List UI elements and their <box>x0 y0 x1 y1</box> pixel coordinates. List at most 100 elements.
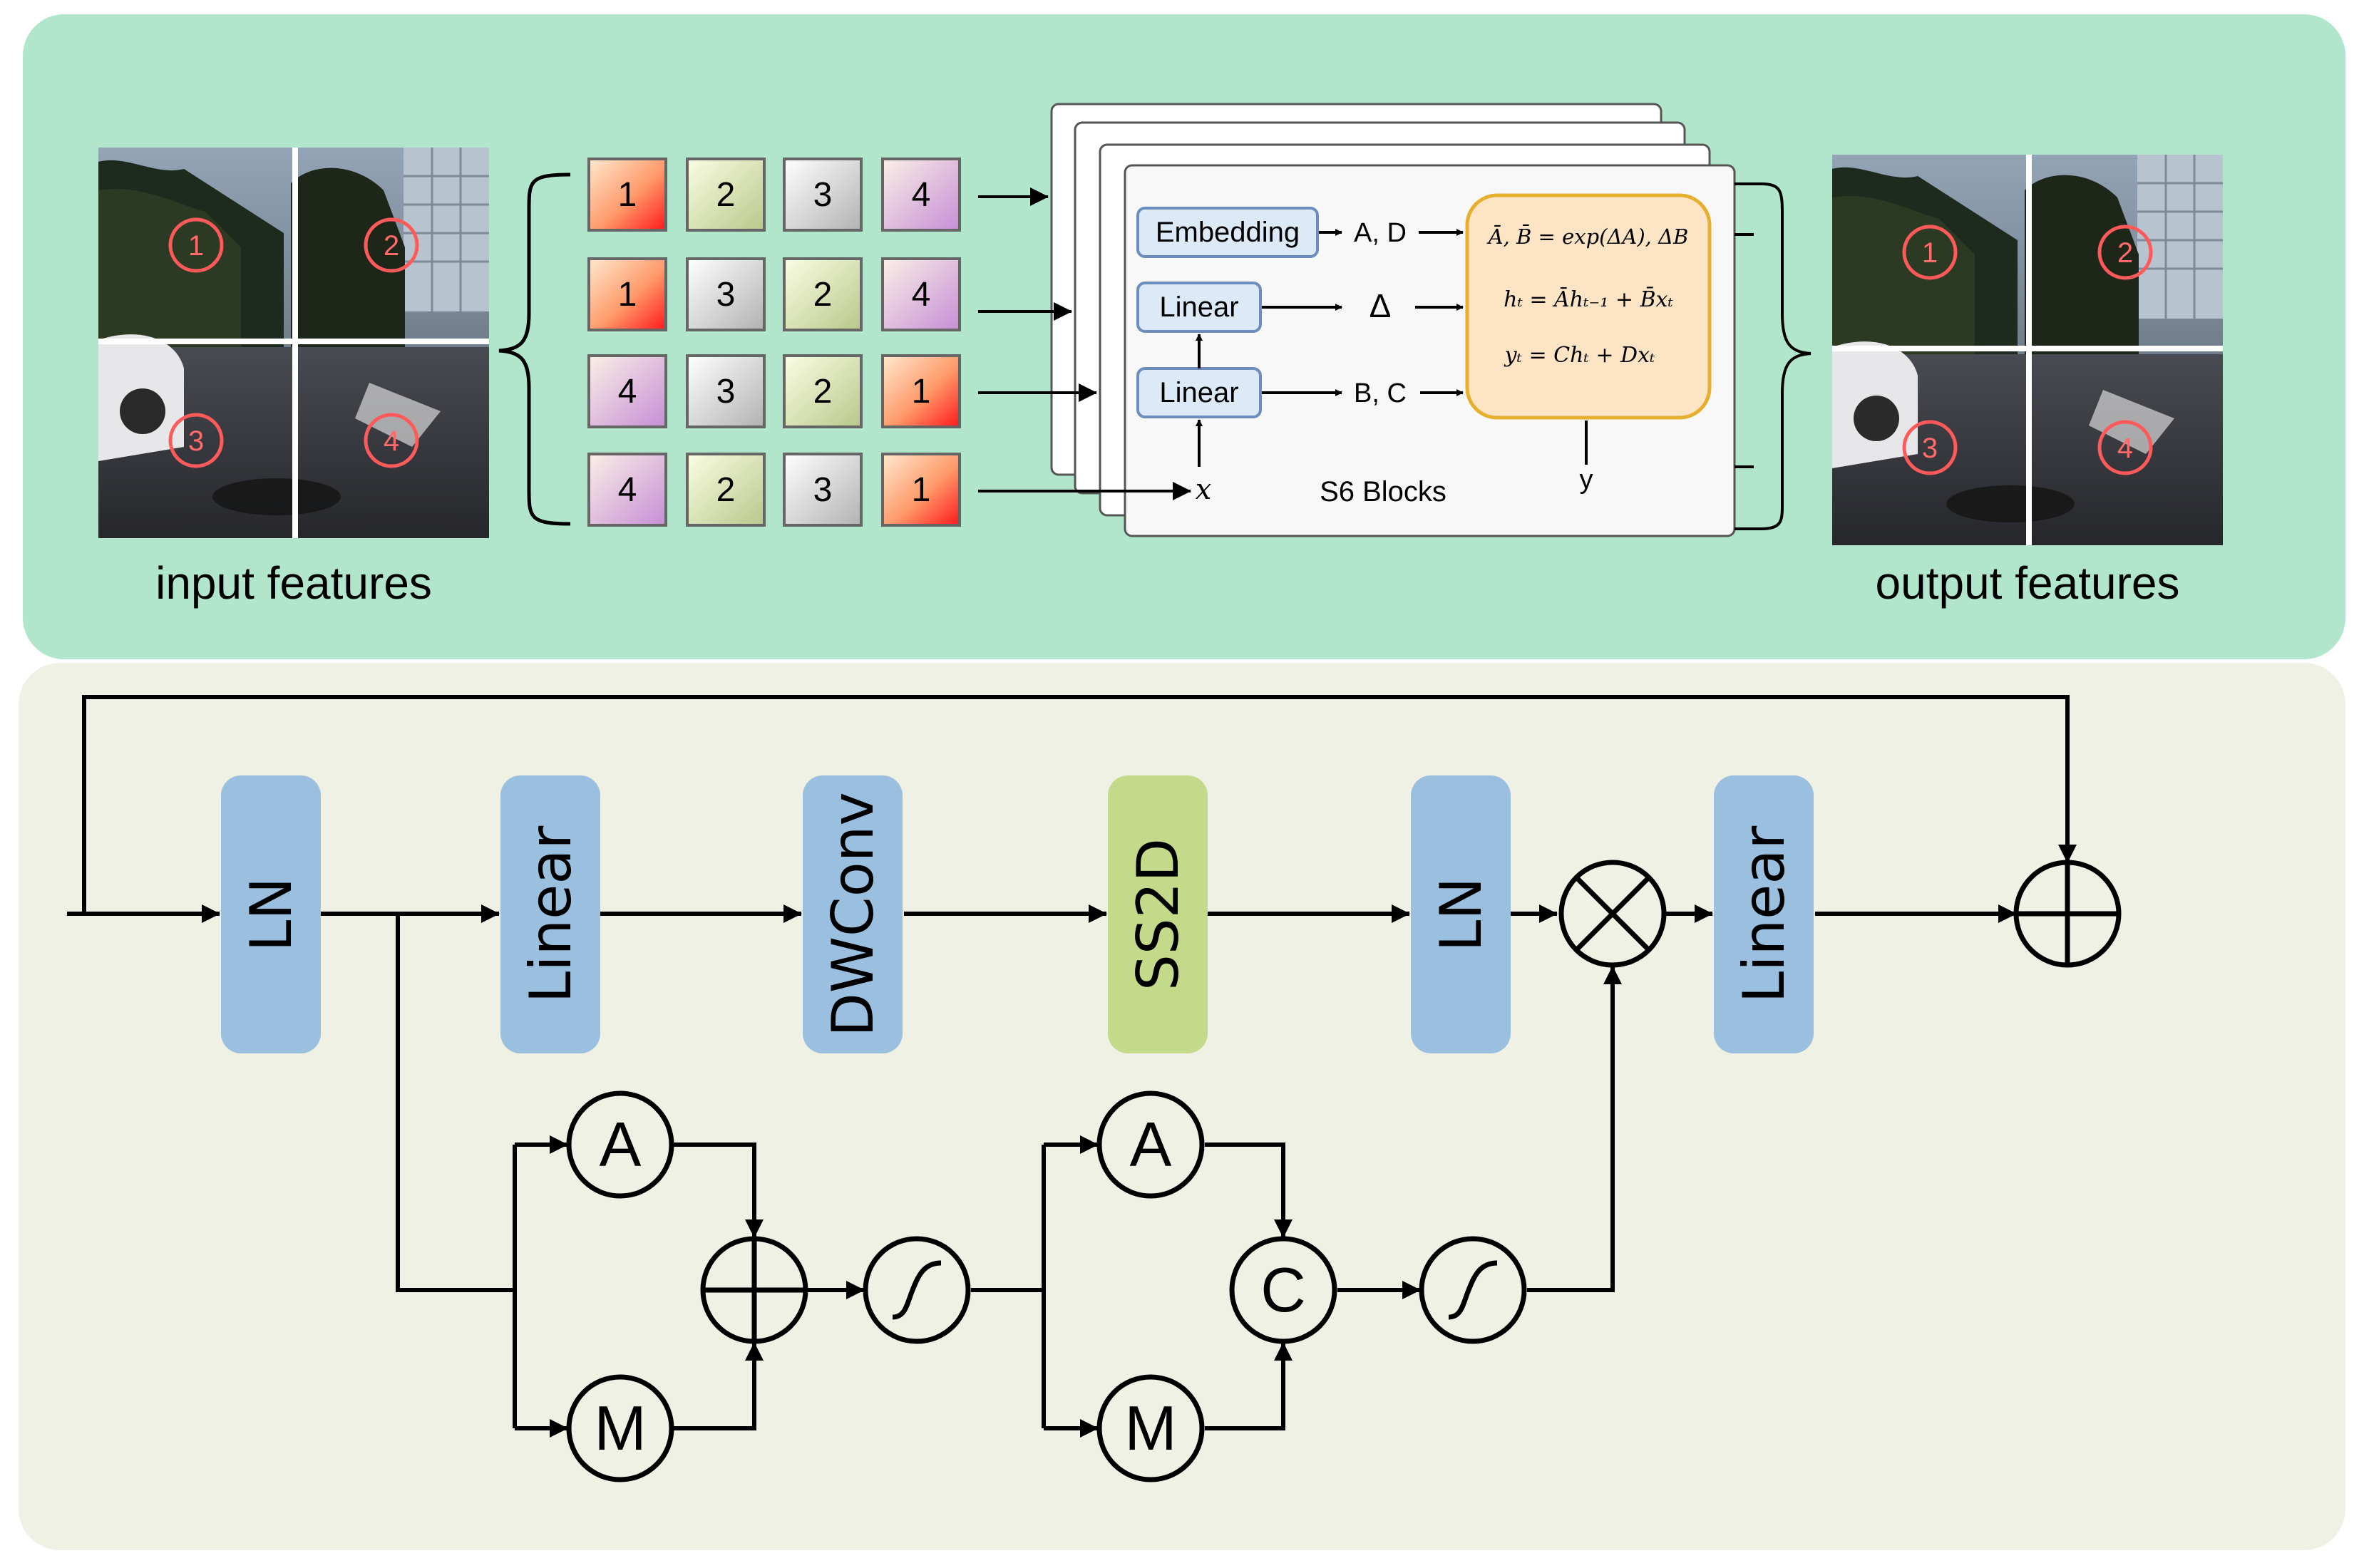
avg-pool-2-label: A <box>1130 1109 1172 1180</box>
avg-pool-1-label: A <box>600 1109 642 1180</box>
equation-output: yₜ = Chₜ + Dxₜ <box>1504 343 1655 368</box>
quadrant-number: 1 <box>188 230 204 262</box>
sequence-tile: 3 <box>783 453 863 527</box>
layernorm-block-2-label: LN <box>1428 877 1494 951</box>
out-ad-label: A, D <box>1354 218 1407 248</box>
multiply-operator <box>1558 860 1667 968</box>
equation-discretize: Ā, B̄ = exp(ΔA), ΔB <box>1486 224 1689 249</box>
branch-add-operator <box>700 1236 808 1344</box>
max-pool-1-label: M <box>594 1393 646 1463</box>
s6-blocks-title: S6 Blocks <box>1320 476 1446 507</box>
equation-box <box>1465 193 1712 420</box>
s6-output-connectors <box>1735 182 1812 530</box>
output-quadrant-badge: 1 <box>1902 225 1958 280</box>
sequence-input-arrows <box>978 187 1191 500</box>
sequence-tile: 2 <box>783 354 863 428</box>
linear-block-2: Linear <box>1714 775 1814 1053</box>
sequence-tile-label: 4 <box>618 373 637 411</box>
sequence-tile: 1 <box>587 158 667 232</box>
input-quadrant-badge: 2 <box>364 217 419 273</box>
sequence-tile-label: 2 <box>716 176 736 214</box>
sequence-tile: 4 <box>587 453 667 527</box>
quadrant-number: 4 <box>2117 433 2133 464</box>
sequence-tile: 4 <box>587 354 667 428</box>
ss2d-block-label: SS2D <box>1125 838 1191 991</box>
concat-circle: C <box>1229 1236 1337 1344</box>
avg-pool-circle-1: A <box>566 1090 674 1199</box>
linear-block-1: Linear <box>500 775 600 1053</box>
sequence-tile-label: 3 <box>813 176 833 214</box>
sequence-tile: 3 <box>686 354 766 428</box>
concat-label: C <box>1260 1254 1306 1325</box>
s6-internal-arrows <box>1196 229 1588 467</box>
output-quadrant-badge: 4 <box>2097 420 2153 475</box>
output-quadrant-badge: 3 <box>1902 420 1958 475</box>
linear-bottom-label: Linear <box>1159 377 1238 408</box>
sequence-tile: 1 <box>587 257 667 331</box>
bottom-connections <box>67 695 2077 1438</box>
input-x-label: x <box>1196 473 1212 506</box>
embedding-box <box>1136 207 1319 258</box>
sequence-tile-label: 1 <box>912 373 931 411</box>
sequence-tile-label: 3 <box>813 471 833 509</box>
sequence-tile: 2 <box>686 453 766 527</box>
dwconv-block: DWConv <box>803 775 903 1053</box>
linear-top-box <box>1136 282 1262 333</box>
input-quadrant-badge: 3 <box>168 413 224 468</box>
out-bc-label: B, C <box>1354 378 1407 408</box>
layernorm-block-1-label: LN <box>238 877 304 951</box>
linear-block-1-label: Linear <box>518 826 584 1004</box>
sequence-tile: 4 <box>881 158 961 232</box>
linear-top-label: Linear <box>1159 292 1238 323</box>
linear-block-2-label: Linear <box>1731 826 1797 1004</box>
sequence-tile: 1 <box>881 354 961 428</box>
input-quadrant-badge: 1 <box>168 217 224 273</box>
max-pool-2-label: M <box>1124 1393 1176 1463</box>
sequence-tile: 2 <box>783 257 863 331</box>
sequence-tile: 3 <box>686 257 766 331</box>
input-quadrant-badge: 4 <box>364 413 419 468</box>
quadrant-number: 3 <box>188 425 204 457</box>
ss2d-block: SS2D <box>1108 775 1208 1053</box>
quadrant-number: 2 <box>384 230 399 262</box>
output-feature-image <box>1832 155 2223 545</box>
input-features-label: input features <box>155 557 432 609</box>
sequence-tile-label: 3 <box>716 373 736 411</box>
sequence-tile-label: 1 <box>912 471 931 509</box>
sequence-tile-label: 2 <box>813 276 833 314</box>
input-feature-image <box>98 148 489 538</box>
max-pool-circle-2: M <box>1096 1374 1205 1482</box>
sequence-tile: 4 <box>881 257 961 331</box>
output-quadrant-badge: 2 <box>2097 225 2153 280</box>
sequence-tile: 1 <box>881 453 961 527</box>
sequence-tile-label: 4 <box>912 276 931 314</box>
quadrant-number: 1 <box>1922 237 1938 269</box>
quadrant-number: 2 <box>2117 237 2133 269</box>
layernorm-block-2: LN <box>1411 775 1511 1053</box>
output-y-label: y <box>1580 465 1593 495</box>
out-delta-label: Δ <box>1370 287 1392 324</box>
sequence-tile-label: 4 <box>618 471 637 509</box>
layernorm-block-1: LN <box>221 775 321 1053</box>
sequence-tile-label: 3 <box>716 276 736 314</box>
quadrant-number: 3 <box>1922 433 1938 464</box>
sequence-tile-label: 2 <box>813 373 833 411</box>
sequence-tile-label: 1 <box>618 276 637 314</box>
sequence-tile-label: 2 <box>716 471 736 509</box>
max-pool-circle-1: M <box>566 1374 674 1482</box>
quadrant-number: 4 <box>384 425 399 457</box>
residual-add-operator <box>2013 860 2122 968</box>
embedding-label: Embedding <box>1156 217 1300 248</box>
left-brace <box>498 172 571 526</box>
sequence-tile: 2 <box>686 158 766 232</box>
sequence-tile: 3 <box>783 158 863 232</box>
sigmoid-1 <box>863 1236 971 1344</box>
dwconv-block-label: DWConv <box>820 792 886 1037</box>
sigmoid-2 <box>1419 1236 1527 1344</box>
avg-pool-circle-2: A <box>1096 1090 1205 1199</box>
sequence-tile-label: 1 <box>618 176 637 214</box>
sequence-tile-label: 4 <box>912 176 931 214</box>
output-features-label: output features <box>1876 557 2180 609</box>
equation-state: hₜ = Āhₜ₋₁ + B̄xₜ <box>1504 287 1673 312</box>
